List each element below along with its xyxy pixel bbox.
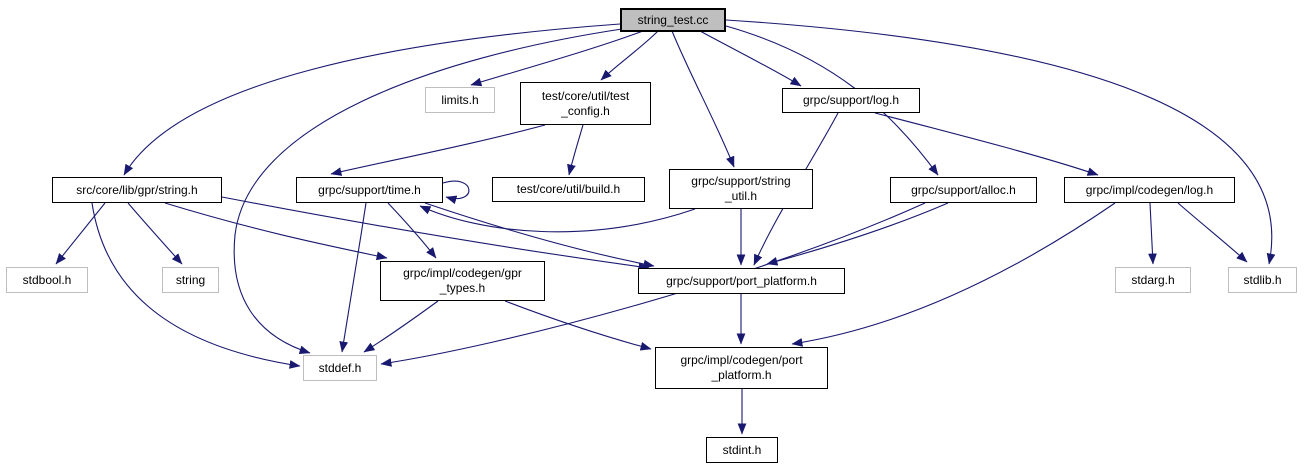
node-port_platform[interactable]: grpc/support/port_platform.h (638, 268, 845, 294)
node-stdlib: stdlib.h (1228, 267, 1297, 293)
edge-string_test-to-stddef (233, 28, 623, 355)
edge-string_test-to-test_config (600, 30, 659, 81)
node-stdarg: stdarg.h (1115, 267, 1191, 293)
edge-alloc-to-port_platform (766, 202, 949, 266)
node-time[interactable]: grpc/support/time.h (296, 177, 443, 203)
edge-time-to-port_platform (424, 202, 655, 269)
edge-string_test-to-limits (470, 30, 644, 87)
edge-string_test-to-log (699, 30, 802, 87)
edge-string_util-to-time (419, 205, 696, 233)
edge-string_h-to-string (127, 202, 183, 265)
edge-log-to-codegen_log (874, 112, 1099, 176)
edge-time-to-gpr_types (387, 202, 437, 259)
node-string_test: string_test.cc (620, 8, 726, 32)
edge-test_config-to-build (567, 124, 584, 176)
edge-codegen_log-to-stdlib (1177, 202, 1248, 263)
edge-time-to-stddef (339, 202, 367, 353)
node-gpr_types[interactable]: grpc/impl/codegen/gpr _types.h (380, 261, 545, 301)
edge-string_test-to-stdlib (725, 19, 1276, 265)
edge-string_test-to-string_h (123, 23, 621, 176)
edge-string_test-to-string_util (671, 30, 735, 168)
node-string_h[interactable]: src/core/lib/gpr/string.h (52, 177, 222, 203)
edge-gpr_types-to-stddef (363, 300, 439, 353)
edge-string_h-to-stddef (91, 202, 301, 369)
node-codegen_log[interactable]: grpc/impl/codegen/log.h (1064, 177, 1235, 203)
node-stdint[interactable]: stdint.h (706, 437, 778, 463)
edge-alloc-to-stddef (380, 202, 926, 367)
node-build[interactable]: test/core/util/build.h (492, 177, 645, 202)
node-alloc[interactable]: grpc/support/alloc.h (890, 177, 1037, 203)
node-stddef: stddef.h (303, 355, 377, 381)
node-limits: limits.h (425, 87, 495, 113)
edge-test_config-to-time (330, 124, 546, 176)
node-log[interactable]: grpc/support/log.h (782, 88, 920, 113)
node-string: string (162, 267, 219, 293)
edge-codegen_log-to-stdarg (1148, 202, 1157, 265)
edge-string_h-to-gpr_types (164, 202, 388, 261)
edge-string_h-to-stdbool (55, 202, 106, 265)
node-codegen_port[interactable]: grpc/impl/codegen/port _platform.h (655, 347, 828, 389)
node-stdbool: stdbool.h (6, 267, 88, 293)
edge-time-to-time (442, 180, 470, 205)
node-string_util[interactable]: grpc/support/string _util.h (669, 169, 813, 209)
edge-codegen_log-to-codegen_port (791, 202, 1116, 347)
node-test_config[interactable]: test/core/util/test _config.h (520, 82, 651, 125)
edge-gpr_types-to-codegen_port (504, 300, 652, 351)
edge-string_h-to-port_platform (221, 196, 650, 271)
